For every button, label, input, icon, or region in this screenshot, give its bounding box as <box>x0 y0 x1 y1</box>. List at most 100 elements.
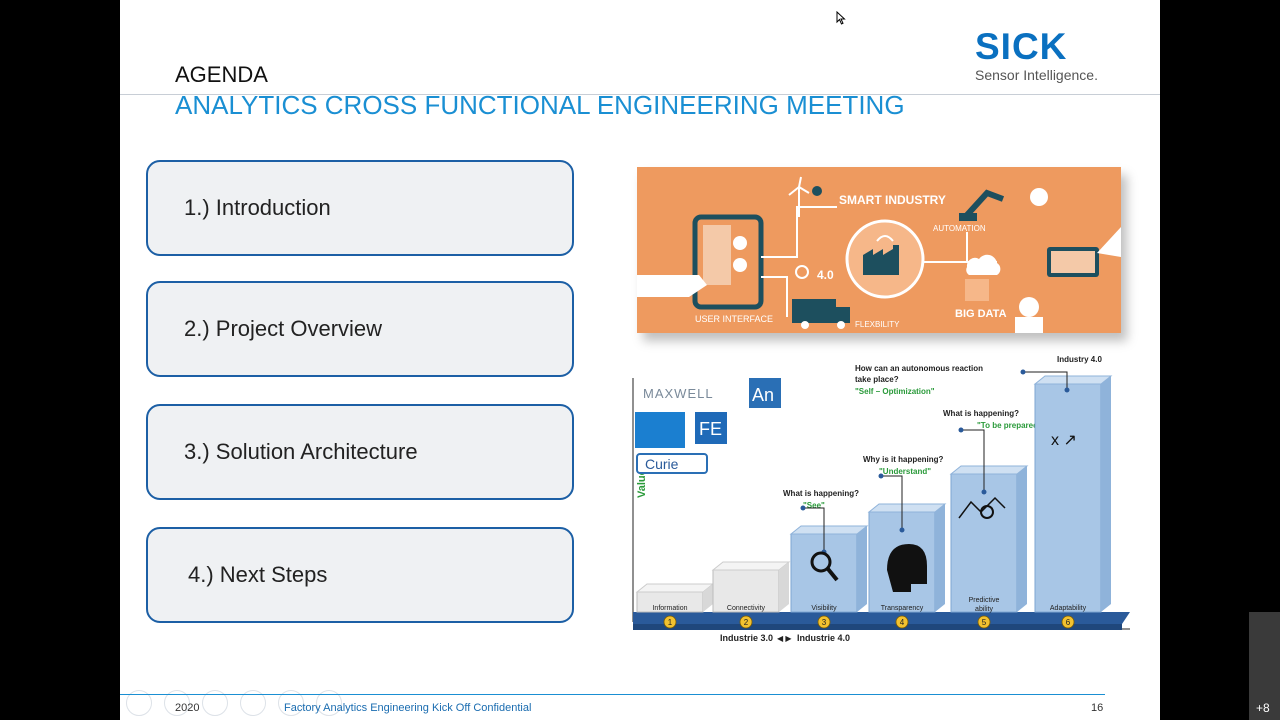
agenda-item-label: 1.) Introduction <box>184 195 331 220</box>
slides-overview-button[interactable] <box>240 690 266 716</box>
stage-label: Connectivity <box>727 605 766 612</box>
fe-logo <box>695 412 727 444</box>
stage-bar-5 <box>950 473 1018 613</box>
zoom-button[interactable] <box>278 690 304 716</box>
participants-panel[interactable] <box>1249 612 1280 720</box>
wind-turbine-icon <box>788 176 810 217</box>
more-options-button[interactable] <box>316 690 342 716</box>
hand-icon <box>637 275 707 297</box>
fe-logo-text: FE <box>699 419 722 439</box>
stage-question: How can an autonomous reaction <box>855 364 983 373</box>
callout-line <box>881 475 903 530</box>
stage-bar-top-2 <box>711 561 791 571</box>
agenda-item-next-steps: 4.) Next Steps <box>146 527 574 623</box>
callout-dot <box>1020 369 1026 375</box>
callout-dot <box>981 489 987 495</box>
agenda-item-solution-architecture: 3.) Solution Architecture <box>146 404 574 500</box>
previous-slide-button[interactable] <box>126 690 152 716</box>
maturity-staircase: ValueInformation1Connectivity2Visibility… <box>632 355 1130 643</box>
an-logo-text: An <box>752 385 774 405</box>
stage-number: 4 <box>900 618 905 627</box>
footer-title: Factory Analytics Engineering Kick Off C… <box>284 702 532 714</box>
next-slide-button[interactable] <box>164 690 190 716</box>
cloud-icon <box>966 254 1001 275</box>
callout-dot <box>800 505 806 511</box>
agenda-item-label: 2.) Project Overview <box>184 316 383 341</box>
stage-question: Why is it happening? <box>863 455 944 464</box>
staircase-base-edge <box>633 624 1122 630</box>
stage-bar-2 <box>712 569 780 613</box>
stage-answer: "To be prepared" <box>977 421 1042 430</box>
stage-bar-side-2 <box>779 562 789 612</box>
sick-logo: SICK Sensor Intelligence. <box>975 26 1098 83</box>
stage-bar-top-4 <box>867 503 947 513</box>
magnifier-icon <box>810 551 832 573</box>
stage-number-badge <box>663 615 677 629</box>
smart-industry-illustration: SMART INDUSTRY AUTOMATION 4.0 USER INTER… <box>637 167 1121 333</box>
mouse-cursor-icon <box>836 11 846 25</box>
maxwell-logo <box>639 384 729 402</box>
callout-line <box>803 507 825 552</box>
stage-question: What is happening? <box>943 409 1019 418</box>
industry-40-top-label: Industry 4.0 <box>1057 355 1102 364</box>
transition-arrows-icon: ◀ ▶ <box>777 634 792 643</box>
gear-icon <box>795 265 809 279</box>
human-model-logo <box>635 412 685 448</box>
stage-number-badge <box>1061 615 1075 629</box>
curie-logo <box>636 453 708 474</box>
callout-dot <box>899 527 905 533</box>
presentation-slide: SICK Sensor Intelligence. AGENDA ANALYTI… <box>120 0 1160 720</box>
database-icon <box>965 279 989 301</box>
callout-line <box>961 429 985 492</box>
tablet-icon <box>692 214 764 310</box>
head-icon <box>887 544 927 592</box>
bulb-icon <box>1030 188 1048 206</box>
callout-dot <box>878 473 884 479</box>
stage-label: Adaptability <box>1050 605 1087 612</box>
header-divider <box>120 94 1160 95</box>
strategy-icon: x ↗ <box>1051 432 1077 449</box>
stage-answer: "Self – Optimization" <box>855 387 935 396</box>
callout-line <box>1023 371 1068 390</box>
stage-question: take place? <box>855 375 899 384</box>
stage-label: Transparency <box>881 605 924 612</box>
stage-bar-side-4 <box>935 504 945 612</box>
stage-answer: "Understand" <box>879 467 931 476</box>
agenda-item-project-overview: 2.) Project Overview <box>146 281 574 377</box>
stage-bar-6 <box>1034 383 1102 613</box>
stage-question: What is happening? <box>783 489 859 498</box>
stage-answer: "See" <box>803 501 825 510</box>
slide-kicker: AGENDA <box>175 62 268 87</box>
pen-tool-button[interactable] <box>202 690 228 716</box>
logo-tagline: Sensor Intelligence. <box>975 67 1098 83</box>
truck-icon <box>792 299 836 323</box>
stage-label: Information <box>652 605 687 612</box>
page-number: 16 <box>1091 702 1104 714</box>
logo-wordmark: SICK <box>975 26 1068 67</box>
stage-number: 1 <box>668 618 673 627</box>
robot-arm-icon <box>964 189 1005 218</box>
stage-bar-side-3 <box>857 526 867 612</box>
stage-bar-top-5 <box>949 465 1029 475</box>
stage-number: 3 <box>822 618 827 627</box>
industrie-40-label: Industrie 4.0 <box>797 633 850 643</box>
stage-bar-top-3 <box>789 525 869 535</box>
stage-bar-side-5 <box>1017 466 1027 612</box>
four-zero-label: 4.0 <box>817 268 834 282</box>
callout-dot <box>1064 387 1070 393</box>
industrie-30-label: Industrie 3.0 <box>720 633 773 643</box>
stage-bar-side-6 <box>1101 376 1111 612</box>
agenda-item-label: 3.) Solution Architecture <box>184 439 418 464</box>
stage-number-badge <box>817 615 831 629</box>
participants-count: +8 <box>1256 701 1270 715</box>
user-interface-label: USER INTERFACE <box>695 314 773 324</box>
callout-dot <box>958 427 964 433</box>
stage-bar-top-1 <box>635 583 715 593</box>
footer-divider <box>120 694 1105 695</box>
agenda-item-label: 4.) Next Steps <box>188 562 328 587</box>
stage-number-badge <box>977 615 991 629</box>
flexibility-label: FLEXBILITY <box>855 320 900 329</box>
big-data-label: BIG DATA <box>955 308 1007 320</box>
trend-magnifier-icon <box>980 505 994 519</box>
